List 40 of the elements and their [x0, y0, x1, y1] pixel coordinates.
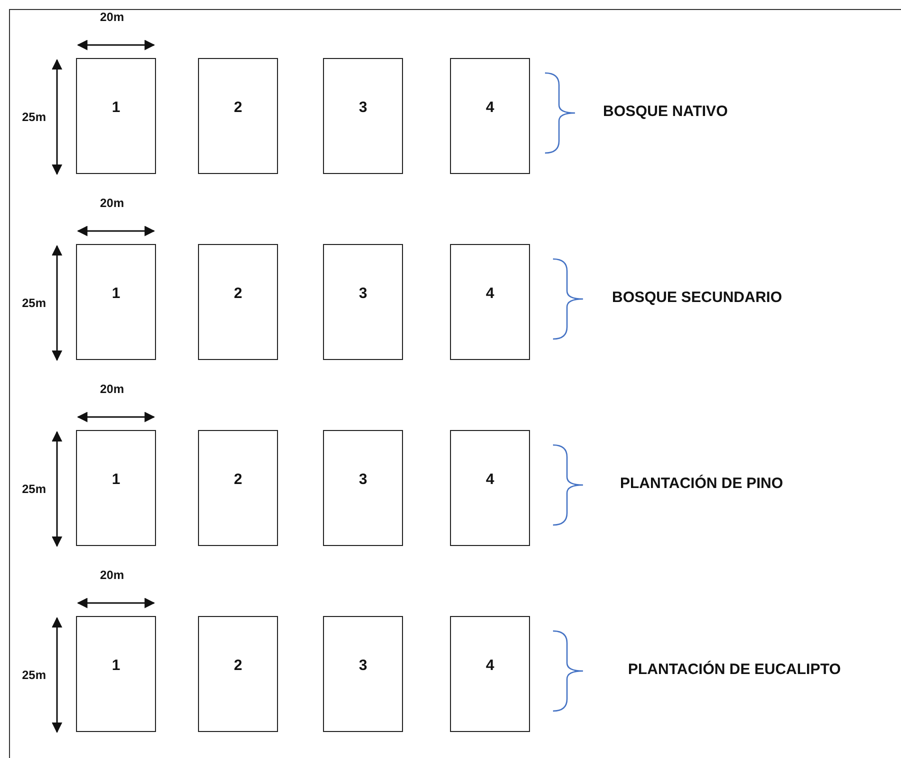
plot-box [323, 58, 403, 174]
plot-number: 3 [358, 657, 368, 674]
group-label: PLANTACIÓN DE PINO [620, 475, 784, 492]
plot-number: 1 [110, 657, 122, 674]
plot-number: 4 [484, 99, 496, 116]
plot-box [450, 58, 530, 174]
plot-number: 1 [110, 471, 122, 488]
plot-box [76, 616, 156, 732]
plot-box [198, 616, 278, 732]
plot-box [198, 58, 278, 174]
plot-number: 1 [110, 99, 122, 116]
plot-box [76, 244, 156, 360]
dimension-label: 20m [100, 382, 124, 396]
plot-box [450, 244, 530, 360]
plot-number: 3 [358, 99, 368, 116]
plot-number: 2 [232, 657, 244, 674]
plot-box [76, 430, 156, 546]
plot-number: 2 [232, 285, 244, 302]
group-label: BOSQUE NATIVO [603, 103, 728, 120]
plot-number: 4 [484, 657, 496, 674]
plot-number: 3 [358, 285, 368, 302]
plot-number: 2 [232, 99, 244, 116]
plot-number: 2 [232, 471, 244, 488]
plot-box [323, 244, 403, 360]
plot-box [198, 430, 278, 546]
plot-box [76, 58, 156, 174]
plot-box [323, 616, 403, 732]
plot-box [323, 430, 403, 546]
plot-box [198, 244, 278, 360]
dimension-label: 20m [100, 196, 124, 210]
dimension-label: 20m [100, 568, 124, 582]
plot-box [450, 616, 530, 732]
plot-box [450, 430, 530, 546]
plot-number: 1 [110, 285, 122, 302]
plot-number: 4 [484, 285, 496, 302]
group-label: BOSQUE SECUNDARIO [612, 289, 782, 306]
dimension-label: 20m [100, 10, 124, 24]
plot-number: 4 [484, 471, 496, 488]
group-label: PLANTACIÓN DE EUCALIPTO [628, 661, 841, 678]
plot-number: 3 [358, 471, 368, 488]
